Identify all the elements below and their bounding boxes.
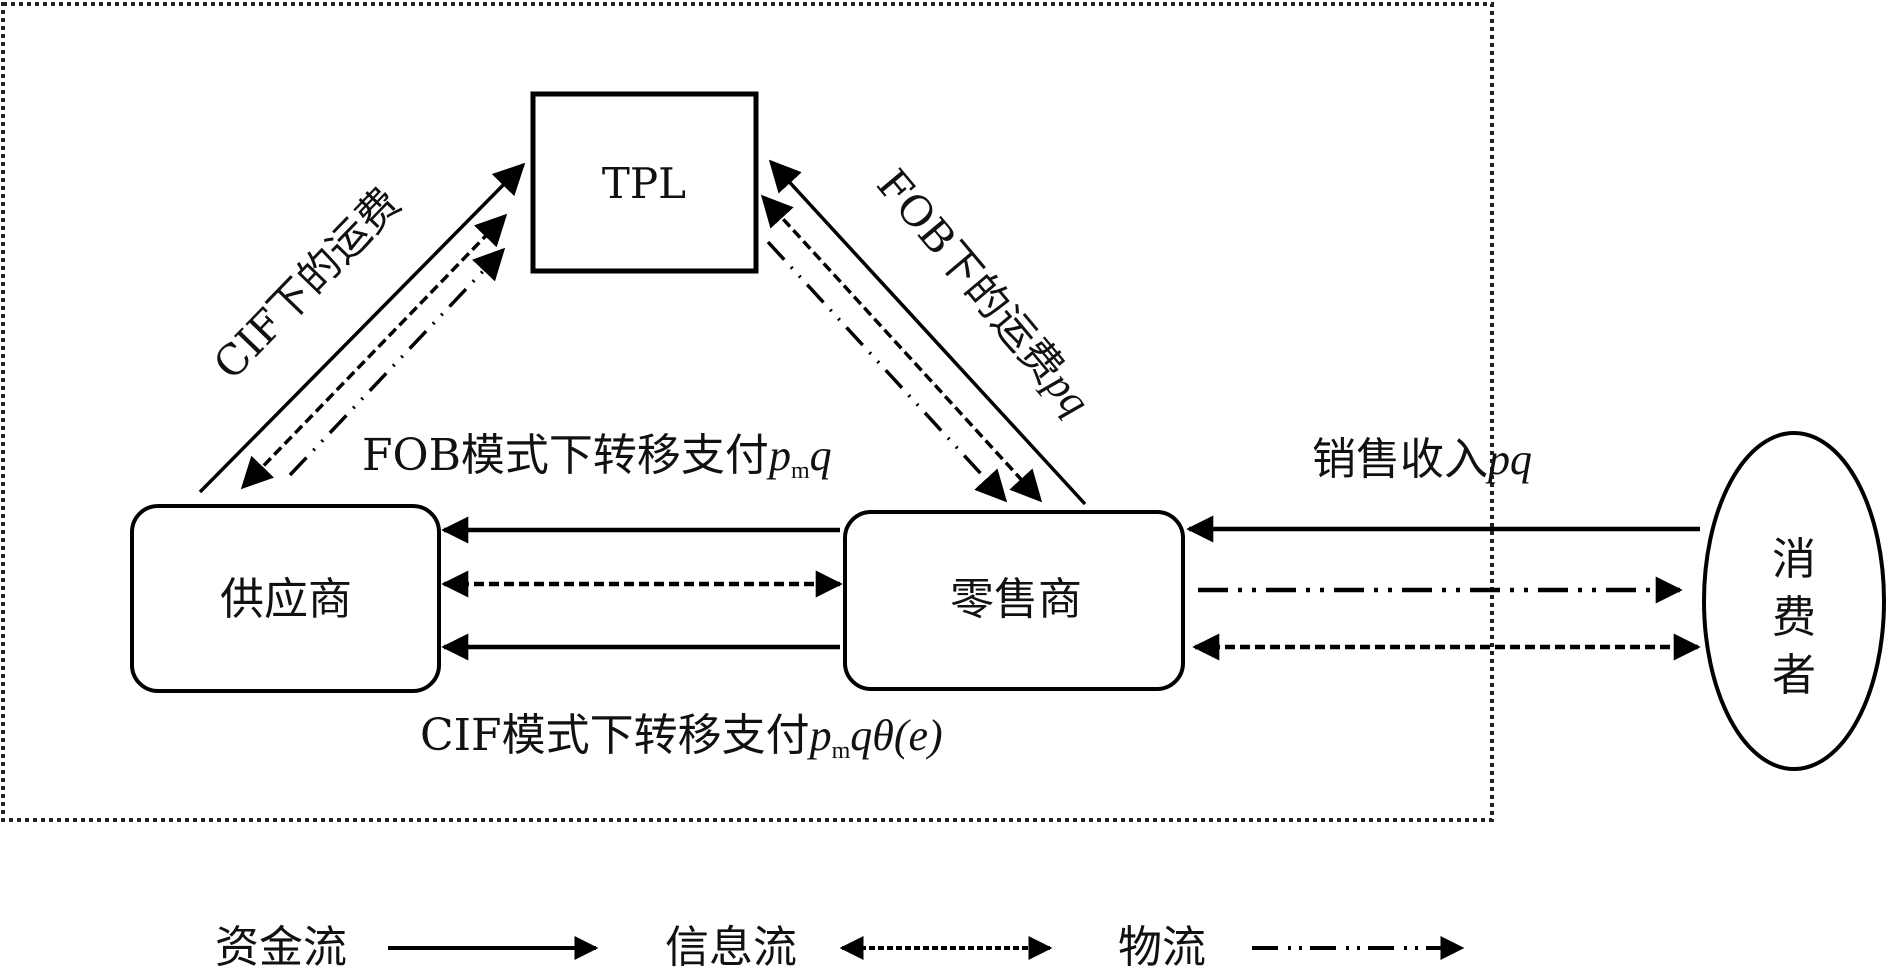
label-sales-revenue: 销售收入pq [1312, 434, 1532, 485]
node-tpl-label: TPL [602, 159, 686, 208]
label-cif-freight: CIF下的运费 [204, 178, 410, 389]
label-fob-transfer-payment: FOB模式下转移支付pmq [362, 430, 832, 484]
node-supplier-label: 供应商 [220, 574, 352, 625]
arrow-tpl-retailer-logistics [766, 240, 1008, 503]
label-cif-transfer-payment: CIF模式下转移支付pmqθ(e) [420, 710, 943, 764]
node-consumer-label-3: 者 [1772, 650, 1816, 701]
legend-label-capital-flow: 资金流 [215, 922, 347, 971]
node-retailer: 零售商 [843, 510, 1185, 691]
system-boundary-frame [1, 2, 1494, 822]
node-tpl: TPL [530, 91, 759, 274]
label-fob-freight: FOB下的运费pq [867, 160, 1100, 425]
node-consumer-label-1: 消 [1772, 534, 1816, 585]
legend: 资金流 信息流 物流 [215, 922, 1465, 971]
node-supplier: 供应商 [130, 504, 441, 693]
node-consumer: 消 费 者 [1702, 431, 1886, 771]
arrow-tpl-retailer-information [760, 194, 1043, 503]
arrow-supplier-tpl-information [240, 213, 508, 490]
legend-label-logistics-flow: 物流 [1118, 922, 1206, 971]
legend-label-information-flow: 信息流 [665, 922, 797, 971]
node-retailer-label: 零售商 [950, 574, 1082, 625]
node-consumer-label-2: 费 [1772, 592, 1816, 643]
